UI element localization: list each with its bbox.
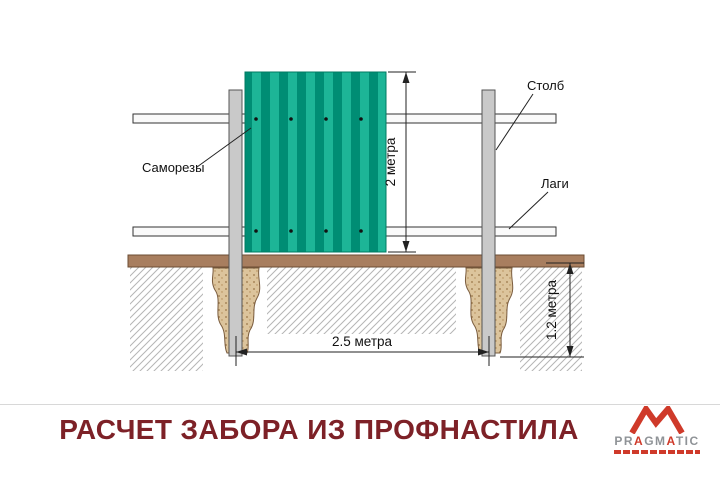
- logo-tagline-strip: [614, 450, 700, 454]
- post-right: [481, 89, 496, 357]
- post-left: [228, 89, 243, 357]
- footer-divider: [0, 404, 720, 405]
- screws-dots: [254, 117, 363, 233]
- logo-mountains-icon: [629, 406, 685, 434]
- ground-surface-band: [127, 254, 585, 268]
- dimension-label-height: 2 метра: [383, 137, 398, 186]
- label-rails: Лаги: [541, 176, 569, 191]
- dimension-post-depth: [500, 262, 584, 358]
- dimension-panel-height: [388, 71, 416, 253]
- label-post: Столб: [527, 78, 564, 93]
- logo-text-part: TIC: [675, 434, 700, 448]
- logo-wordmark: PRAGMATIC: [614, 435, 699, 447]
- leader-post: [495, 93, 534, 151]
- logo-text-part: GM: [644, 434, 667, 448]
- pragmatic-logo: PRAGMATIC: [608, 406, 706, 454]
- logo-letter-a: A: [634, 434, 645, 448]
- fence-diagram: 2 метра 2.5 метра 1.2 метра Саморезы Ст: [127, 71, 585, 371]
- logo-text-part: PR: [614, 434, 635, 448]
- leader-lines: [196, 93, 549, 230]
- logo-letter-a: A: [666, 434, 676, 448]
- profiled-sheet-panel: [244, 71, 387, 253]
- leader-screws: [196, 127, 252, 168]
- dimension-label-depth: 1.2 метра: [544, 279, 559, 340]
- dimension-label-spacing: 2.5 метра: [332, 334, 393, 349]
- leader-rails: [508, 191, 549, 230]
- page-title: РАСЧЕТ ЗАБОРА ИЗ ПРОФНАСТИЛА: [59, 414, 579, 445]
- dimension-post-spacing: [235, 336, 490, 366]
- label-screws: Саморезы: [142, 160, 204, 175]
